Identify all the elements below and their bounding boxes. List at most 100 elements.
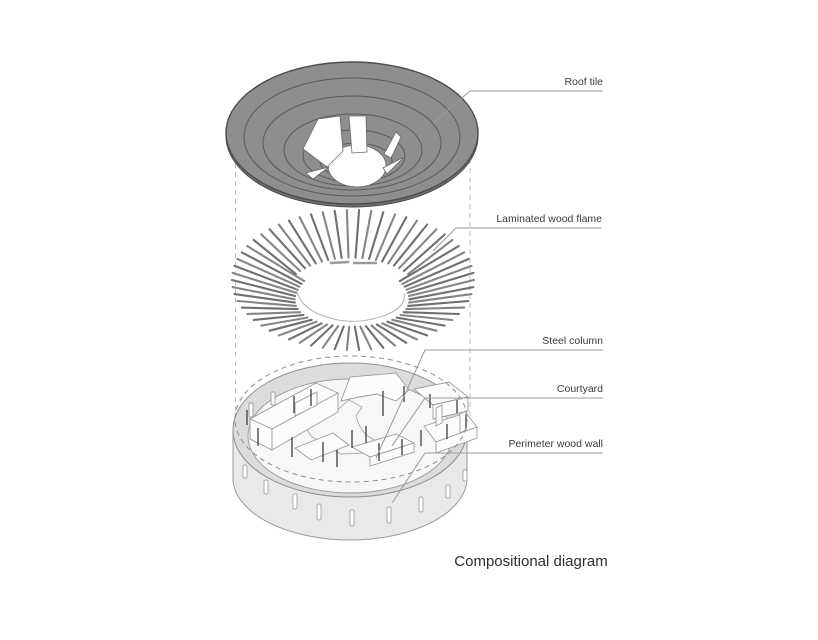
wood-rib [287, 322, 323, 341]
wood-rib [309, 324, 334, 347]
wood-rib [260, 316, 309, 327]
leader-wood-flame [432, 227, 602, 252]
wood-rib [321, 325, 340, 349]
wood-rib [386, 320, 429, 337]
wood-rib [236, 257, 301, 288]
wood-rib [408, 293, 473, 304]
label-courtyard-text: Courtyard [557, 383, 603, 395]
wood-rib [240, 306, 299, 311]
frame-inner-edge [295, 287, 405, 322]
roof-tile-layer [225, 61, 479, 208]
wood-rib [246, 311, 302, 316]
label-steel-column: Steel column [375, 335, 603, 459]
wood-rib [233, 293, 296, 304]
wood-rib [402, 233, 446, 273]
wood-rib [395, 316, 446, 327]
wood-rib [240, 251, 303, 285]
wood-frame-layer [230, 209, 476, 351]
wood-rib [309, 213, 330, 262]
wood-rib [370, 324, 397, 347]
label-roof-tile-text: Roof tile [564, 76, 603, 88]
wood-rib [399, 313, 454, 322]
wood-rib [287, 219, 317, 265]
wall-slot-window [445, 484, 451, 499]
wood-rib [268, 228, 306, 270]
wall-slot-window [316, 503, 322, 521]
wood-rib [236, 299, 297, 307]
wood-rib [345, 209, 350, 259]
wood-rib [359, 325, 373, 351]
annotations: Roof tile Laminated wood flame Steel col… [375, 76, 608, 570]
wood-rib [398, 228, 438, 270]
label-laminated-wood-flame: Laminated wood flame [432, 213, 602, 252]
wood-rib [401, 251, 466, 285]
steel-columns-group [246, 386, 467, 467]
leader-roof-tile [432, 90, 603, 124]
wood-rib [354, 209, 361, 259]
wood-rib [374, 213, 397, 262]
frame-header-bar [329, 260, 350, 265]
roof-projection-dashed-ellipse [234, 355, 468, 483]
wood-rib [381, 322, 419, 341]
wood-rib [246, 244, 306, 283]
wood-rib [405, 306, 466, 311]
wood-rib [345, 325, 351, 351]
wall-slot-window [292, 493, 298, 510]
wood-rib [252, 238, 297, 276]
wall-slot-window [386, 506, 392, 524]
wood-rib [407, 299, 470, 307]
wood-rib [230, 278, 297, 298]
leader-steel-column [375, 349, 603, 459]
wood-rib [260, 233, 302, 273]
label-steel-column-text: Steel column [542, 335, 603, 347]
wood-rib [398, 244, 460, 283]
wood-rib [402, 311, 460, 316]
wood-rib [298, 216, 323, 263]
wood-rib [231, 286, 296, 301]
wood-rib [277, 223, 312, 267]
wood-rib [408, 286, 475, 301]
wood-rib [333, 209, 343, 260]
wall-slot-window [349, 509, 355, 527]
wood-rib [321, 211, 336, 260]
wood-rib [298, 323, 329, 344]
wood-rib [368, 211, 385, 260]
wood-rib [364, 325, 385, 349]
wood-rib [231, 271, 298, 294]
wood-rib [268, 318, 313, 332]
wall-slot-window [263, 479, 269, 495]
label-perimeter-wood-wall: Perimeter wood wall [391, 438, 603, 504]
wood-rib [375, 323, 408, 344]
wood-rib [387, 219, 419, 265]
wood-rib [277, 320, 318, 337]
wood-rib [381, 216, 408, 263]
wood-rib [353, 325, 361, 351]
guide-lines [235, 150, 471, 421]
leader-courtyard [391, 397, 603, 447]
diagram-caption: Compositional diagram [454, 553, 607, 570]
label-roof-tile: Roof tile [432, 76, 603, 124]
roof-courtyard-cutout [302, 115, 405, 188]
label-wood-flame-text: Laminated wood flame [496, 213, 602, 225]
wood-rib [406, 271, 475, 294]
wood-rib [407, 238, 454, 276]
leader-perimeter-wall [391, 452, 603, 504]
wood-rib [392, 223, 429, 267]
label-courtyard: Courtyard [391, 383, 603, 447]
wood-rib [403, 257, 470, 288]
wood-rib [407, 278, 476, 298]
wood-rib [361, 209, 373, 260]
wall-slot-windows [242, 464, 468, 527]
radial-ribs-group [230, 209, 476, 351]
wall-slot-window [242, 464, 248, 479]
wall-slot-window [462, 469, 468, 482]
wood-rib [333, 325, 345, 351]
wall-slot-window [418, 496, 424, 513]
wood-rib [391, 318, 438, 332]
base-layer [232, 355, 478, 541]
wood-rib [233, 264, 299, 291]
label-perimeter-wall-text: Perimeter wood wall [508, 438, 603, 450]
wood-rib [405, 264, 473, 291]
